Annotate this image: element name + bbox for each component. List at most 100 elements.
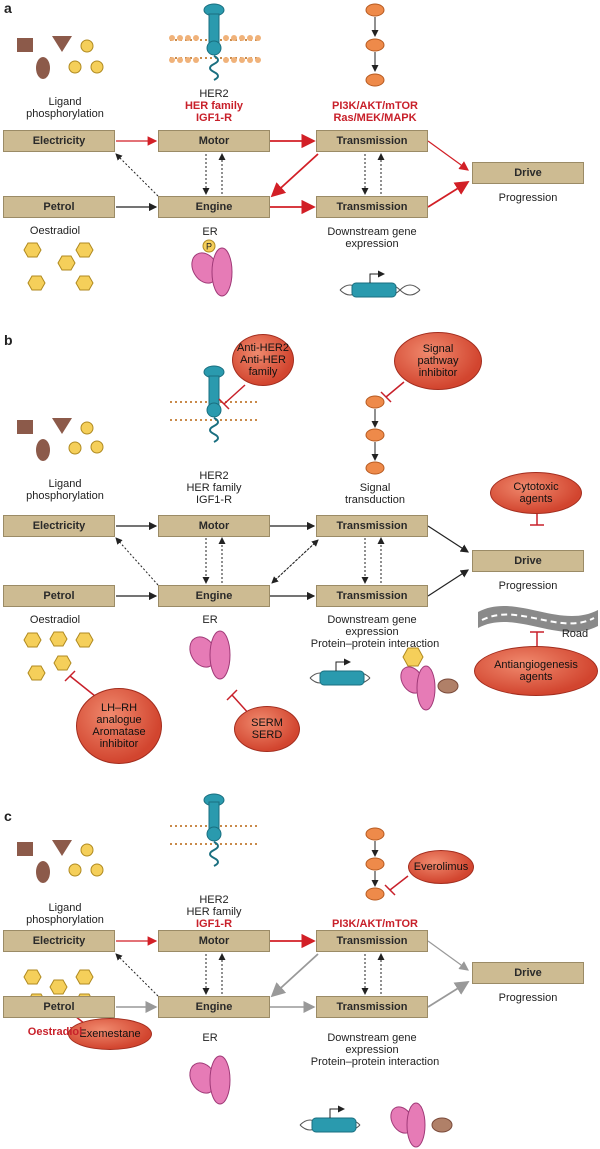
downstream-label-2: expression: [345, 238, 399, 250]
ligand-square-icon: [17, 38, 33, 52]
panel-a-label: a: [4, 0, 12, 16]
oestradiol-label: Oestradiol: [27, 1026, 83, 1038]
petrol-box: Petrol: [3, 996, 115, 1018]
electricity-box: Electricity: [3, 930, 115, 952]
igf1r-label: IGF1-R: [195, 112, 233, 124]
er-label: ER: [202, 1032, 218, 1044]
ligand-triangle-icon: [52, 840, 72, 856]
petrol-box: Petrol: [3, 196, 115, 218]
phosphorylation-label: phosphorylation: [26, 108, 104, 120]
receptor-icon: [203, 793, 225, 867]
ligand-oval-icon: [36, 57, 50, 79]
phosphorylation-label: phosphorylation: [26, 490, 104, 502]
ppi-label: Protein–protein interaction: [310, 1056, 440, 1068]
protein-complex-icon: [400, 647, 459, 711]
engine-box: Engine: [158, 585, 270, 607]
transmission-top-box: Transmission: [316, 515, 428, 537]
panel-c-label: c: [4, 808, 12, 824]
downstream-label-1: Downstream gene: [327, 1032, 417, 1044]
igf1r-label: IGF1-R: [195, 494, 233, 506]
pi3k-label: PI3K/AKT/mTOR: [332, 100, 418, 112]
phosphate-icons: [68, 421, 104, 455]
ppi-label: Protein–protein interaction: [310, 638, 440, 650]
ligand-triangle-icon: [52, 418, 72, 434]
downstream-label-1: Downstream gene: [327, 614, 417, 626]
road-icon: [478, 605, 598, 633]
igf1r-label: IGF1-R: [195, 918, 233, 930]
ligand-triangle-icon: [52, 36, 72, 52]
engine-box: Engine: [158, 196, 270, 218]
ligand-label: Ligand: [48, 902, 82, 914]
ligand-oval-icon: [36, 861, 50, 883]
drive-box: Drive: [472, 550, 584, 572]
dna-gene-icon: [339, 270, 421, 298]
electricity-box: Electricity: [3, 515, 115, 537]
transmission-top-box: Transmission: [316, 930, 428, 952]
transmission-bottom-box: Transmission: [316, 996, 428, 1018]
everolimus-drug: Everolimus: [408, 850, 474, 884]
transduction-label: transduction: [345, 494, 405, 506]
oestradiol-label: Oestradiol: [29, 225, 81, 237]
transmission-bottom-box: Transmission: [316, 585, 428, 607]
panel-b-drawing: [17, 365, 598, 716]
her-family-label: HER family: [186, 482, 242, 494]
ligand-label: Ligand: [48, 96, 82, 108]
downstream-label-2: expression: [345, 626, 399, 638]
panel-b: b: [0, 330, 600, 775]
engine-box: Engine: [158, 996, 270, 1018]
ligand-label: Ligand: [48, 478, 82, 490]
kinase-cascade-icon: [365, 827, 385, 901]
receptor-icon: [203, 3, 225, 81]
phosphate-icons: [68, 39, 104, 74]
drive-box: Drive: [472, 962, 584, 984]
ligand-square-icon: [17, 420, 33, 434]
her2-label: HER2: [199, 470, 229, 482]
motor-box: Motor: [158, 130, 270, 152]
protein-complex-icon: [390, 1102, 453, 1148]
downstream-label-1: Downstream gene: [327, 226, 417, 238]
progression-label: Progression: [498, 580, 558, 592]
dna-gene-icon: [309, 658, 371, 686]
petrol-box: Petrol: [3, 585, 115, 607]
dna-gene-icon: [299, 1105, 361, 1133]
her-family-label: HER family: [184, 100, 244, 112]
estrogen-receptor-icon: P: [191, 239, 233, 297]
ligand-square-icon: [17, 842, 33, 856]
signal-label: Signal: [359, 482, 391, 494]
panel-b-label: b: [4, 332, 13, 348]
panel-a: a: [0, 0, 600, 310]
kinase-cascade-icon: [365, 395, 385, 475]
kinase-cascade-icon: [365, 3, 385, 87]
downstream-label-2: expression: [345, 1044, 399, 1056]
svg-text:P: P: [206, 242, 212, 252]
ligand-oval-icon: [36, 439, 50, 461]
panel-a-drawing: P: [17, 3, 470, 298]
panel-c: c: [0, 793, 600, 1149]
transmission-top-box: Transmission: [316, 130, 428, 152]
receptor-icon: [203, 365, 225, 443]
motor-box: Motor: [158, 930, 270, 952]
exemestane-drug: Exemestane: [68, 1018, 152, 1050]
drive-box: Drive: [472, 162, 584, 184]
pi3k-label: PI3K/AKT/mTOR: [332, 918, 418, 930]
oestradiol-hexagons-icon: [23, 242, 94, 291]
er-label: ER: [202, 226, 218, 238]
her2-label: HER2: [199, 894, 229, 906]
transmission-bottom-box: Transmission: [316, 196, 428, 218]
estrogen-receptor-icon: [189, 630, 231, 680]
road-label: Road: [561, 628, 589, 640]
her2-label: HER2: [199, 88, 229, 100]
phosphorylation-label: phosphorylation: [26, 914, 104, 926]
estrogen-receptor-icon: [189, 1055, 231, 1105]
oestradiol-hexagons-icon: [23, 631, 94, 681]
er-label: ER: [202, 614, 218, 626]
electricity-box: Electricity: [3, 130, 115, 152]
motor-box: Motor: [158, 515, 270, 537]
membrane-icon: [169, 35, 261, 63]
progression-label: Progression: [498, 992, 558, 1004]
